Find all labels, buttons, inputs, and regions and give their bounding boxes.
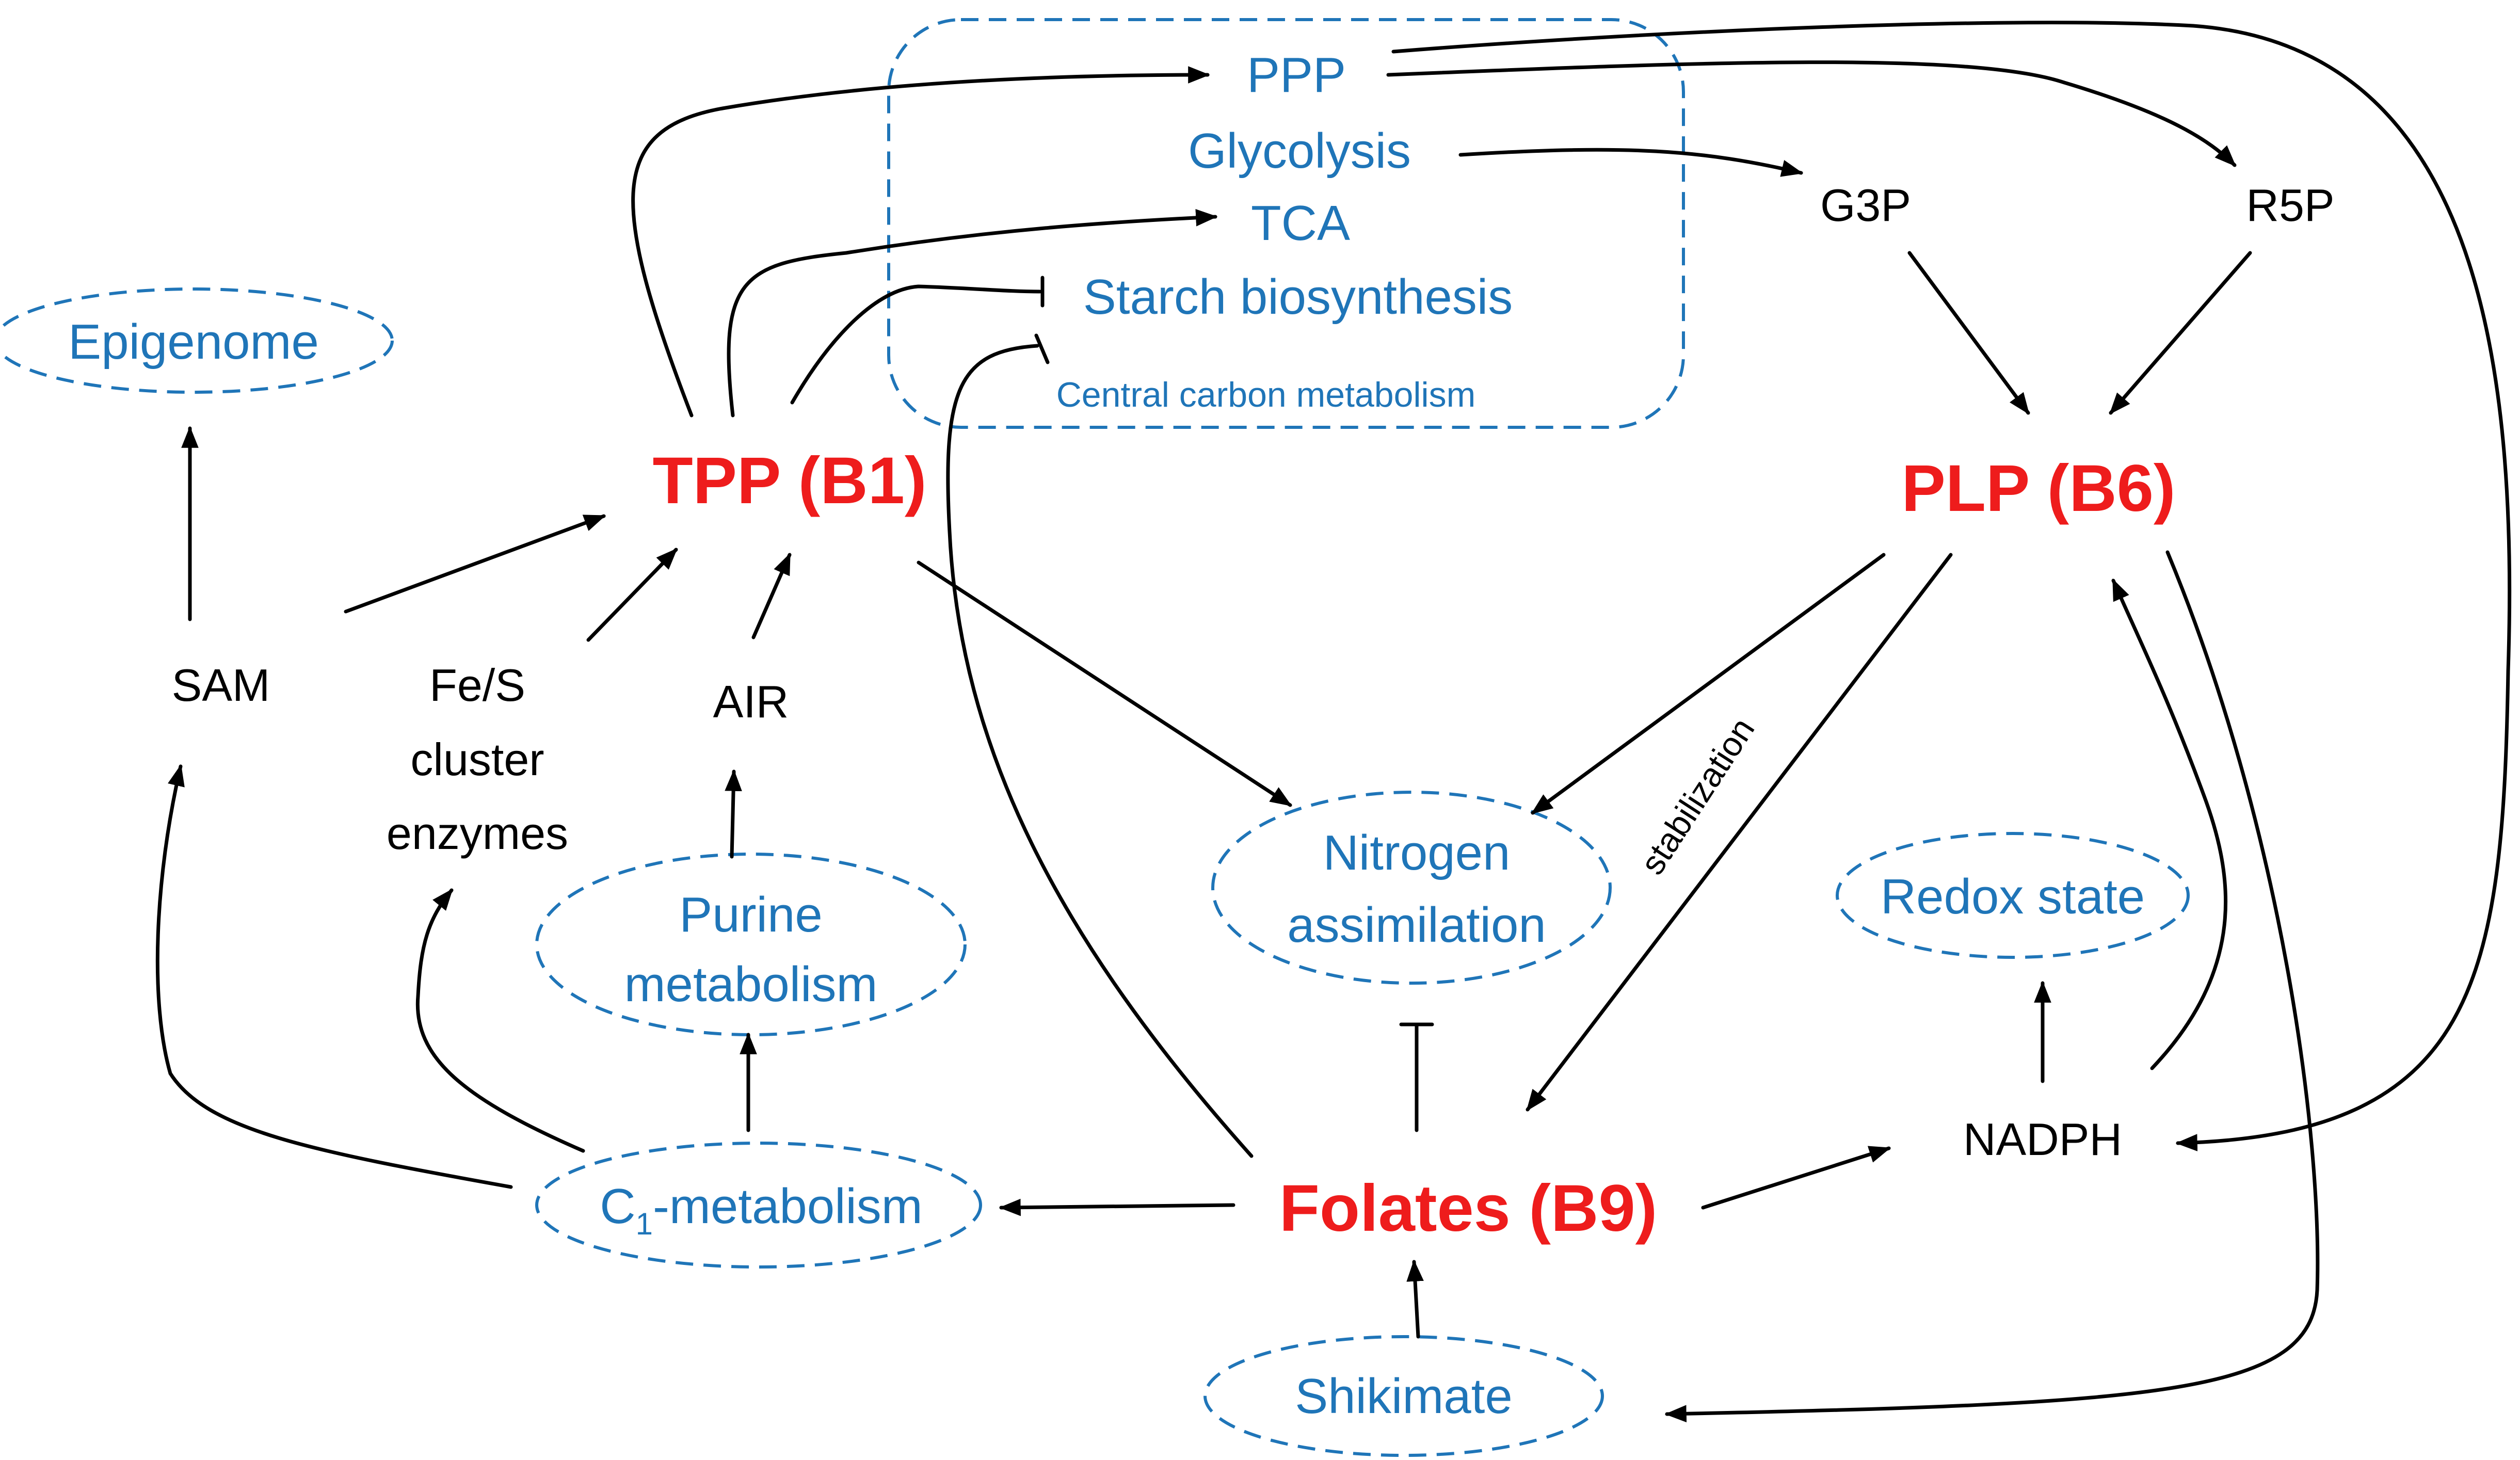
label-fes-line2: cluster [410, 734, 544, 785]
edge-sam-tpp [344, 514, 606, 614]
edge-tpp-tca [727, 209, 1218, 418]
edge-nadph-plp [2111, 579, 2228, 1070]
shikimate-ellipse [1203, 1335, 1604, 1457]
label-c1-prefix: C [600, 1179, 635, 1234]
label-starch: Starch biosynthesis [1083, 269, 1513, 325]
label-g3p: G3P [1820, 180, 1911, 231]
label-purine-line2: metabolism [624, 957, 878, 1012]
edge-r5p-plp [2109, 251, 2252, 415]
label-r5p: R5P [2246, 180, 2334, 231]
nitrogen-ellipse [1211, 791, 1612, 985]
central-carbon-box [887, 18, 1685, 429]
edge-folates-nadph [1701, 1146, 1891, 1210]
epigenome-ellipse [0, 287, 394, 394]
label-central-carbon: Central carbon metabolism [1056, 375, 1476, 414]
edge-g3p-plp [1907, 251, 2030, 415]
edge-folates-c1 [999, 1198, 1235, 1216]
edge-ppp-nadph [1391, 21, 2512, 1151]
edge-plp-nitrogen [1531, 553, 1886, 815]
label-nitrogen-line2: assimilation [1287, 897, 1546, 953]
label-nadph: NADPH [1963, 1114, 2122, 1165]
edge-shikimate-folates [1406, 1259, 1424, 1339]
label-c1-metabolism: C1-metabolism [600, 1179, 923, 1241]
label-c1-suffix: -metabolism [653, 1179, 923, 1234]
edge-glycolysis-g3p [1458, 148, 1804, 177]
label-tca: TCA [1251, 196, 1350, 251]
edge-plp-shikimate [1664, 550, 2320, 1423]
label-air: AIR [713, 676, 789, 727]
edge-fes-tpp [586, 548, 678, 642]
label-ppp: PPP [1247, 47, 1346, 103]
label-glycolysis: Glycolysis [1188, 123, 1411, 179]
edge-tpp-ppp [631, 66, 1210, 418]
label-redox: Redox state [1881, 869, 2145, 924]
edge-folates-starch [946, 344, 1254, 1158]
label-folates: Folates (B9) [1279, 1172, 1658, 1245]
edge-tpp-starch [790, 284, 1042, 405]
label-sam: SAM [172, 660, 270, 711]
label-fes-line1: Fe/S [429, 660, 525, 711]
edge-c1-fes [415, 888, 585, 1153]
c1-ellipse [535, 1142, 982, 1269]
edge-tpp-nitrogen [917, 560, 1292, 807]
edge-plp-folates [1526, 553, 1953, 1112]
edge-c1-sam [155, 764, 513, 1189]
label-fes-line3: enzymes [387, 808, 568, 859]
label-nitrogen-line1: Nitrogen [1323, 825, 1511, 880]
purine-ellipse [535, 853, 967, 1036]
label-plp: PLP (B6) [1901, 452, 2175, 525]
label-purine-line1: Purine [679, 887, 823, 942]
edge-ppp-r5p [1386, 60, 2237, 167]
label-stabilization: stabilization [1633, 711, 1762, 881]
label-epigenome: Epigenome [68, 314, 319, 370]
redox-ellipse [1836, 832, 2190, 959]
label-shikimate: Shikimate [1295, 1369, 1513, 1424]
edge-purine-air [725, 769, 742, 859]
label-tpp: TPP (B1) [652, 444, 926, 518]
edge-air-tpp [751, 553, 792, 639]
label-c1-subscript: 1 [636, 1207, 653, 1241]
inhibit-bar-folates-starch [1034, 333, 1050, 364]
